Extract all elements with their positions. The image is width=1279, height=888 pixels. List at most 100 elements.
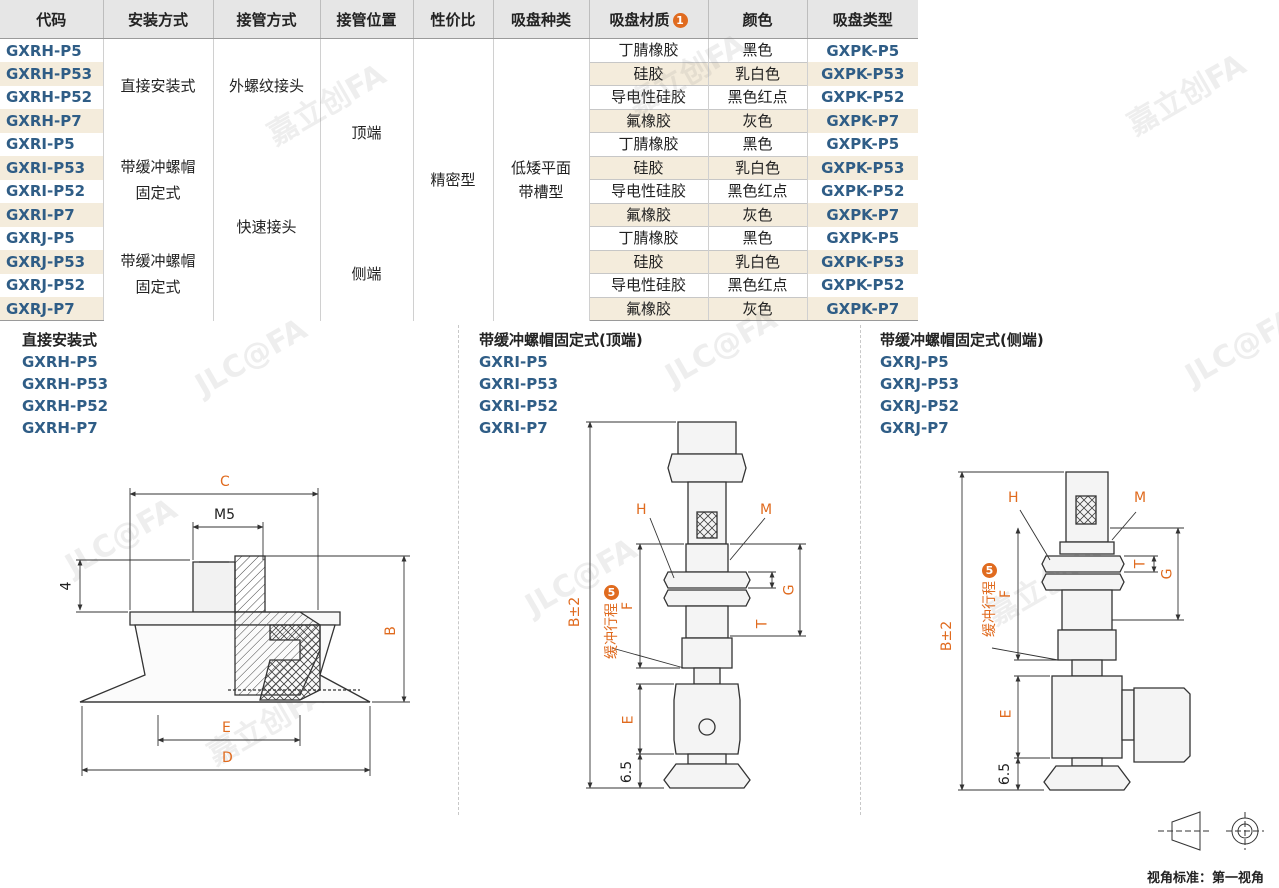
section-code: GXRH-P52 bbox=[22, 397, 109, 415]
col-header-connection: 接管方式 bbox=[213, 0, 321, 39]
dim-label-E: E bbox=[222, 720, 231, 736]
table-row: GXRH-P52 导电性硅胶 黑色红点 GXPK-P52 bbox=[0, 85, 918, 109]
kind-cell: 低矮平面带槽型 bbox=[493, 38, 590, 321]
code-cell: GXRH-P52 bbox=[0, 85, 104, 109]
pad-type-cell: GXPK-P53 bbox=[807, 156, 918, 180]
material-cell: 导电性硅胶 bbox=[589, 85, 709, 109]
dim-label-F: F bbox=[620, 601, 637, 611]
pad-type-cell: GXPK-P5 bbox=[807, 226, 918, 250]
col-header-color: 颜色 bbox=[708, 0, 808, 39]
color-cell: 黑色 bbox=[708, 38, 808, 62]
table-row: GXRI-P5 带缓冲螺帽固定式 快速接头 丁腈橡胶 黑色 GXPK-P5 bbox=[0, 132, 918, 321]
code-cell: GXRH-P7 bbox=[0, 109, 104, 133]
table-row: GXRJ-P5 带缓冲螺帽固定式 侧端 丁腈橡胶 黑色 GXPK-P5 bbox=[0, 226, 918, 321]
col-header-position: 接管位置 bbox=[320, 0, 414, 39]
col-header-pad-type: 吸盘类型 bbox=[807, 0, 918, 39]
stroke-note-badge: 5 bbox=[982, 563, 997, 578]
section-code: GXRI-P7 bbox=[479, 419, 548, 437]
col-header-install: 安装方式 bbox=[103, 0, 214, 39]
dim-label-B-tol: B±2 bbox=[939, 620, 956, 652]
material-cell: 硅胶 bbox=[589, 61, 709, 86]
view-standard-note: 视角标准：第一视角 bbox=[1147, 871, 1265, 886]
color-cell: 灰色 bbox=[708, 202, 808, 227]
dims-buffer-side bbox=[958, 471, 1184, 791]
section-code: GXRH-P5 bbox=[22, 353, 98, 371]
table-row: GXRI-P7 氟橡胶 灰色 GXPK-P7 bbox=[0, 202, 918, 227]
section-divider bbox=[458, 325, 459, 815]
install-buffer-top-cell: 带缓冲螺帽固定式 bbox=[103, 132, 214, 227]
dim-label-M5: M5 bbox=[214, 507, 235, 523]
pad-type-cell: GXPK-P5 bbox=[807, 38, 918, 62]
dim-label-C: C bbox=[220, 474, 230, 490]
table-row: GXRJ-P52 导电性硅胶 黑色红点 GXPK-P52 bbox=[0, 273, 918, 297]
buffer-stroke-label: 缓冲行程5 bbox=[982, 563, 998, 637]
code-cell: GXRH-P53 bbox=[0, 62, 104, 86]
section-title: 直接安装式 bbox=[22, 331, 98, 349]
table-row: GXRH-P7 氟橡胶 灰色 GXPK-P7 bbox=[0, 108, 918, 133]
code-cell: GXRI-P52 bbox=[0, 179, 104, 203]
pad-type-cell: GXPK-P7 bbox=[807, 297, 918, 321]
section-direct: 直接安装式 GXRH-P5 GXRH-P53 GXRH-P52 GXRH-P7 bbox=[22, 329, 108, 439]
section-code: GXRI-P52 bbox=[479, 397, 559, 415]
color-cell: 黑色红点 bbox=[708, 179, 808, 203]
dim-label-F: F bbox=[998, 589, 1015, 599]
color-cell: 乳白色 bbox=[708, 61, 808, 86]
material-cell: 导电性硅胶 bbox=[589, 179, 709, 203]
pad-type-cell: GXPK-P52 bbox=[807, 273, 918, 297]
material-cell: 硅胶 bbox=[589, 155, 709, 180]
dim-label-6.5: 6.5 bbox=[619, 760, 636, 784]
dim-label-E: E bbox=[998, 709, 1015, 719]
table-row: GXRJ-P7 氟橡胶 灰色 GXPK-P7 bbox=[0, 296, 918, 321]
color-cell: 灰色 bbox=[708, 296, 808, 321]
connection-thread-cell: 外螺纹接头 bbox=[213, 38, 321, 133]
table-row: GXRI-P53 硅胶 乳白色 GXPK-P53 bbox=[0, 155, 918, 180]
dims-buffer-top bbox=[586, 421, 806, 789]
section-buffer-side: 带缓冲螺帽固定式(侧端) GXRJ-P5 GXRJ-P53 GXRJ-P52 G… bbox=[880, 329, 1044, 439]
color-cell: 黑色红点 bbox=[708, 273, 808, 297]
col-header-code: 代码 bbox=[0, 0, 104, 39]
position-top-cell: 顶端 bbox=[320, 38, 414, 227]
dim-label-D: D bbox=[222, 750, 233, 766]
section-code: GXRH-P7 bbox=[22, 419, 98, 437]
color-cell: 黑色红点 bbox=[708, 85, 808, 109]
material-cell: 丁腈橡胶 bbox=[589, 226, 709, 250]
material-cell: 丁腈橡胶 bbox=[589, 132, 709, 156]
color-cell: 黑色 bbox=[708, 226, 808, 250]
cost-cell: 精密型 bbox=[413, 38, 494, 321]
material-cell: 氟橡胶 bbox=[589, 108, 709, 133]
table-row: GXRJ-P53 硅胶 乳白色 GXPK-P53 bbox=[0, 249, 918, 274]
section-code: GXRJ-P5 bbox=[880, 353, 949, 371]
pad-type-cell: GXPK-P53 bbox=[807, 62, 918, 86]
connection-quick-cell: 快速接头 bbox=[213, 132, 321, 321]
material-note-badge: 1 bbox=[672, 12, 688, 28]
pad-type-cell: GXPK-P7 bbox=[807, 203, 918, 227]
table-row: GXRI-P52 导电性硅胶 黑色红点 GXPK-P52 bbox=[0, 179, 918, 203]
section-divider bbox=[860, 325, 861, 815]
color-cell: 乳白色 bbox=[708, 249, 808, 274]
dim-label-G: G bbox=[1159, 568, 1176, 580]
dim-label-T: T bbox=[1132, 559, 1149, 569]
code-cell: GXRJ-P52 bbox=[0, 273, 104, 297]
material-cell: 氟橡胶 bbox=[589, 296, 709, 321]
install-buffer-side-cell: 带缓冲螺帽固定式 bbox=[103, 226, 214, 321]
col-header-cost: 性价比 bbox=[413, 0, 494, 39]
section-code: GXRI-P5 bbox=[479, 353, 548, 371]
dim-label-H: H bbox=[636, 502, 647, 518]
material-cell: 硅胶 bbox=[589, 249, 709, 274]
section-code: GXRJ-P7 bbox=[880, 419, 949, 437]
pad-type-cell: GXPK-P5 bbox=[807, 132, 918, 156]
pad-type-cell: GXPK-P53 bbox=[807, 250, 918, 274]
material-cell: 氟橡胶 bbox=[589, 202, 709, 227]
dim-label-B-tol: B±2 bbox=[567, 596, 584, 628]
code-cell: GXRJ-P7 bbox=[0, 297, 104, 321]
color-cell: 灰色 bbox=[708, 108, 808, 133]
code-cell: GXRJ-P53 bbox=[0, 250, 104, 274]
material-cell: 丁腈橡胶 bbox=[589, 38, 709, 62]
color-cell: 黑色 bbox=[708, 132, 808, 156]
code-cell: GXRI-P5 bbox=[0, 132, 104, 156]
first-angle-projection-icon bbox=[1158, 811, 1264, 851]
dim-label-E: E bbox=[620, 715, 637, 725]
material-cell: 导电性硅胶 bbox=[589, 273, 709, 297]
